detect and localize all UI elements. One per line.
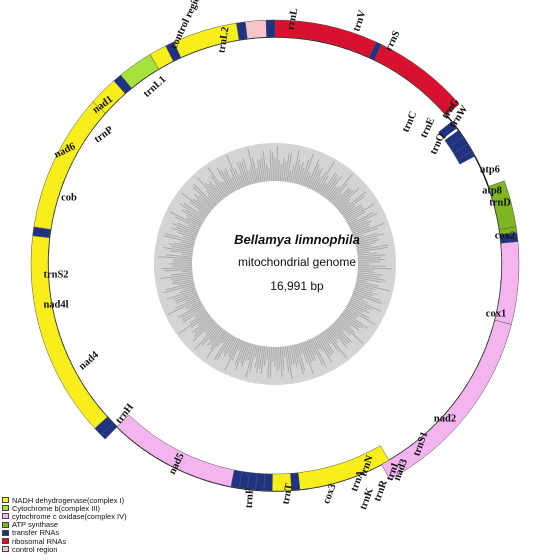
legend-swatch bbox=[2, 497, 9, 504]
gene-label-atp8: atp8 bbox=[482, 185, 502, 196]
legend-label: NADH dehydrogenase(complex I) bbox=[12, 495, 125, 505]
gene-label-trnl2: trnL2 bbox=[216, 26, 231, 54]
legend-label: Cytochrome b(complex III) bbox=[12, 503, 100, 513]
legend-swatch bbox=[2, 505, 9, 512]
gene-label-rrnl: rrnL bbox=[285, 7, 300, 31]
gene-label-atp6: atp6 bbox=[480, 164, 500, 175]
legend-item-rrna: ribosomal RNAs bbox=[2, 536, 127, 546]
gene-label-cox2: cox2 bbox=[495, 230, 515, 241]
legend-label: control region bbox=[12, 544, 58, 554]
gene-label-trnt: trnT bbox=[281, 483, 295, 506]
gc-ring-ticks bbox=[158, 145, 392, 380]
gene-label-cob: cob bbox=[61, 192, 77, 203]
gene-block-trni bbox=[263, 473, 273, 492]
legend-swatch bbox=[2, 521, 9, 528]
gene-label-cox1: cox1 bbox=[486, 308, 506, 319]
gene-block-nad2 bbox=[297, 445, 390, 490]
gene-block-nad4 bbox=[33, 101, 106, 230]
legend-swatch bbox=[2, 513, 9, 520]
legend-label: ATP synthase bbox=[12, 520, 58, 530]
gene-label-nad4l: nad4l bbox=[43, 299, 68, 310]
legend-item-atp: ATP synthase bbox=[2, 520, 127, 530]
species-name: Bellamya limnophila bbox=[234, 232, 360, 247]
legend-label: transfer RNAs bbox=[12, 528, 60, 538]
gene-block-cox1 bbox=[381, 319, 512, 480]
legend-label: cytochrome c oxidase(complex IV) bbox=[12, 511, 127, 521]
gene-label-trnv: trnV bbox=[351, 9, 368, 33]
genome-subtitle: mitochondrial genome bbox=[238, 255, 356, 269]
legend-item-trna: transfer RNAs bbox=[2, 528, 127, 538]
legend: NADH dehydrogenase(complex I)Cytochrome … bbox=[2, 495, 127, 554]
gene-label-trnq: trnQ bbox=[428, 132, 447, 157]
gc-content-ring bbox=[154, 143, 396, 385]
gene-label-nad2: nad2 bbox=[434, 413, 456, 424]
gene-label-nad4: nad4 bbox=[77, 349, 102, 372]
gene-label-rrns: rrnS bbox=[383, 29, 402, 53]
gene-label-trnd: trnD bbox=[489, 197, 511, 208]
gene-block-trnl2 bbox=[265, 19, 276, 38]
legend-swatch bbox=[2, 538, 9, 545]
legend-label: ribosomal RNAs bbox=[12, 536, 67, 546]
legend-swatch bbox=[2, 546, 9, 553]
gene-label-trnf: trnF bbox=[244, 488, 256, 509]
gene-block-cox3 bbox=[116, 414, 235, 487]
legend-item-nadh: NADH dehydrogenase(complex I) bbox=[2, 495, 127, 505]
gene-label-trns2: trnS2 bbox=[43, 269, 68, 280]
gene-block-trnw bbox=[456, 150, 476, 165]
gene-block-trnc bbox=[438, 121, 458, 139]
legend-swatch bbox=[2, 529, 9, 536]
gene-block-control-region bbox=[244, 19, 267, 39]
legend-item-control: control region bbox=[2, 544, 127, 554]
legend-item-cob: Cytochrome b(complex III) bbox=[2, 503, 127, 513]
gene-label-trnc: trnC bbox=[400, 110, 419, 134]
genome-size: 16,991 bp bbox=[270, 279, 324, 293]
legend-item-cox: cytochrome c oxidase(complex IV) bbox=[2, 511, 127, 521]
gene-block-nad5 bbox=[30, 235, 108, 429]
gene-blocks bbox=[30, 19, 520, 492]
gene-block-rrns bbox=[373, 44, 460, 116]
gene-label-trnp: trnP bbox=[92, 124, 115, 145]
